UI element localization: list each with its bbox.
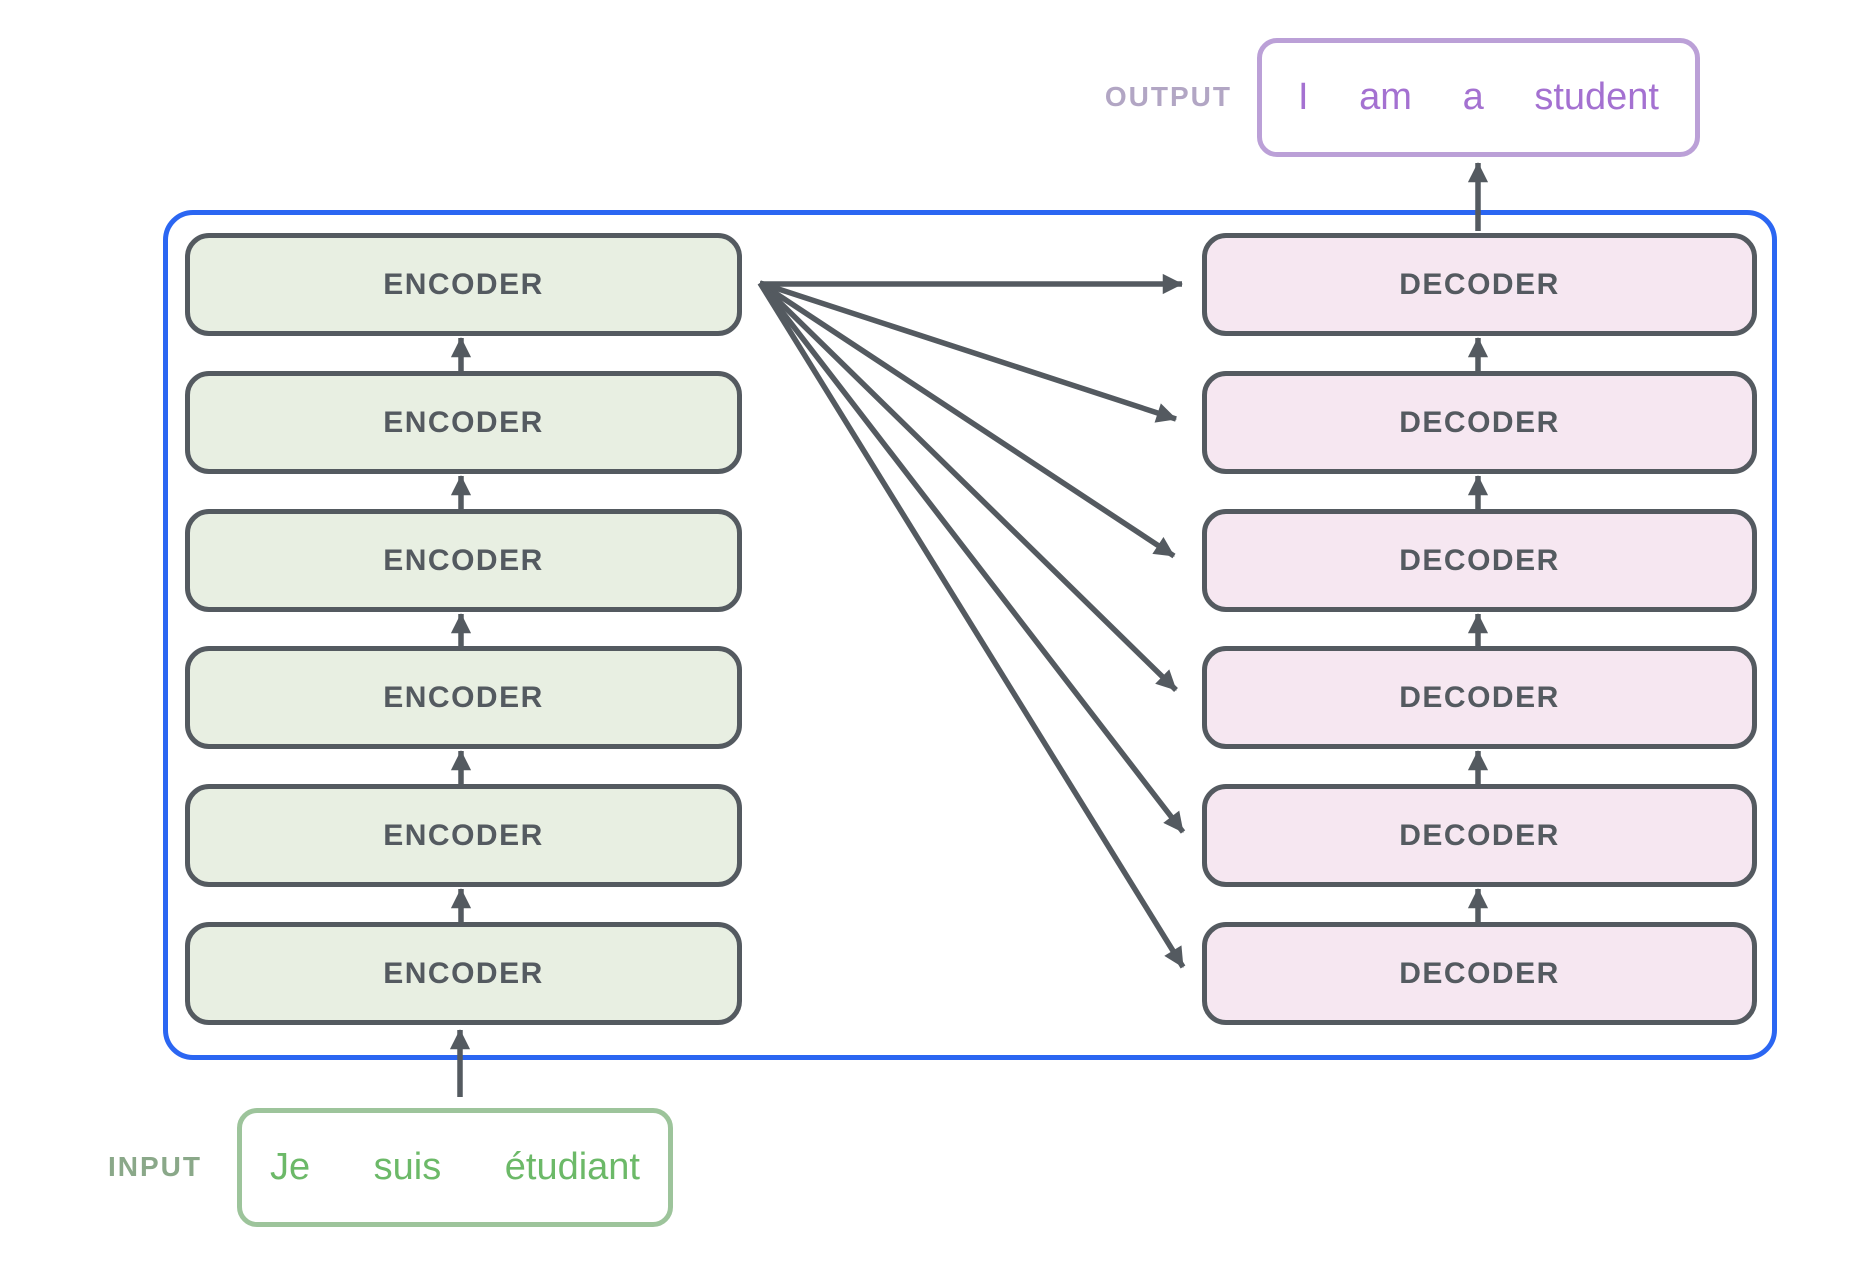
encoder-block-6: ENCODER (185, 922, 742, 1025)
output-word: a (1462, 76, 1484, 118)
encoder-block-label: ENCODER (383, 267, 544, 301)
encoder-block-label: ENCODER (383, 543, 544, 577)
encoder-block-3: ENCODER (185, 509, 742, 612)
decoder-block-label: DECODER (1399, 818, 1560, 852)
decoder-block-label: DECODER (1399, 267, 1560, 301)
decoder-block-5: DECODER (1202, 784, 1757, 887)
decoder-block-4: DECODER (1202, 646, 1757, 749)
input-word: étudiant (504, 1146, 640, 1188)
encoder-block-4: ENCODER (185, 646, 742, 749)
encoder-block-label: ENCODER (383, 680, 544, 714)
output-word: student (1534, 76, 1659, 118)
decoder-block-label: DECODER (1399, 543, 1560, 577)
decoder-block-3: DECODER (1202, 509, 1757, 612)
encoder-block-5: ENCODER (185, 784, 742, 887)
encoder-decoder-container (163, 210, 1777, 1060)
decoder-block-label: DECODER (1399, 956, 1560, 990)
decoder-block-label: DECODER (1399, 680, 1560, 714)
output-sentence-box: I am a student (1257, 38, 1700, 157)
output-word: I (1298, 76, 1309, 118)
input-word: suis (373, 1146, 442, 1188)
encoder-block-1: ENCODER (185, 233, 742, 336)
encoder-block-2: ENCODER (185, 371, 742, 474)
encoder-block-label: ENCODER (383, 818, 544, 852)
input-label: INPUT (108, 1151, 202, 1182)
decoder-block-6: DECODER (1202, 922, 1757, 1025)
output-label: OUTPUT (1104, 81, 1232, 112)
decoder-block-2: DECODER (1202, 371, 1757, 474)
input-sentence-box: Je suis étudiant (237, 1108, 673, 1227)
encoder-block-label: ENCODER (383, 956, 544, 990)
output-word: am (1359, 76, 1412, 118)
decoder-block-1: DECODER (1202, 233, 1757, 336)
input-word: Je (270, 1146, 311, 1188)
decoder-block-label: DECODER (1399, 405, 1560, 439)
encoder-block-label: ENCODER (383, 405, 544, 439)
